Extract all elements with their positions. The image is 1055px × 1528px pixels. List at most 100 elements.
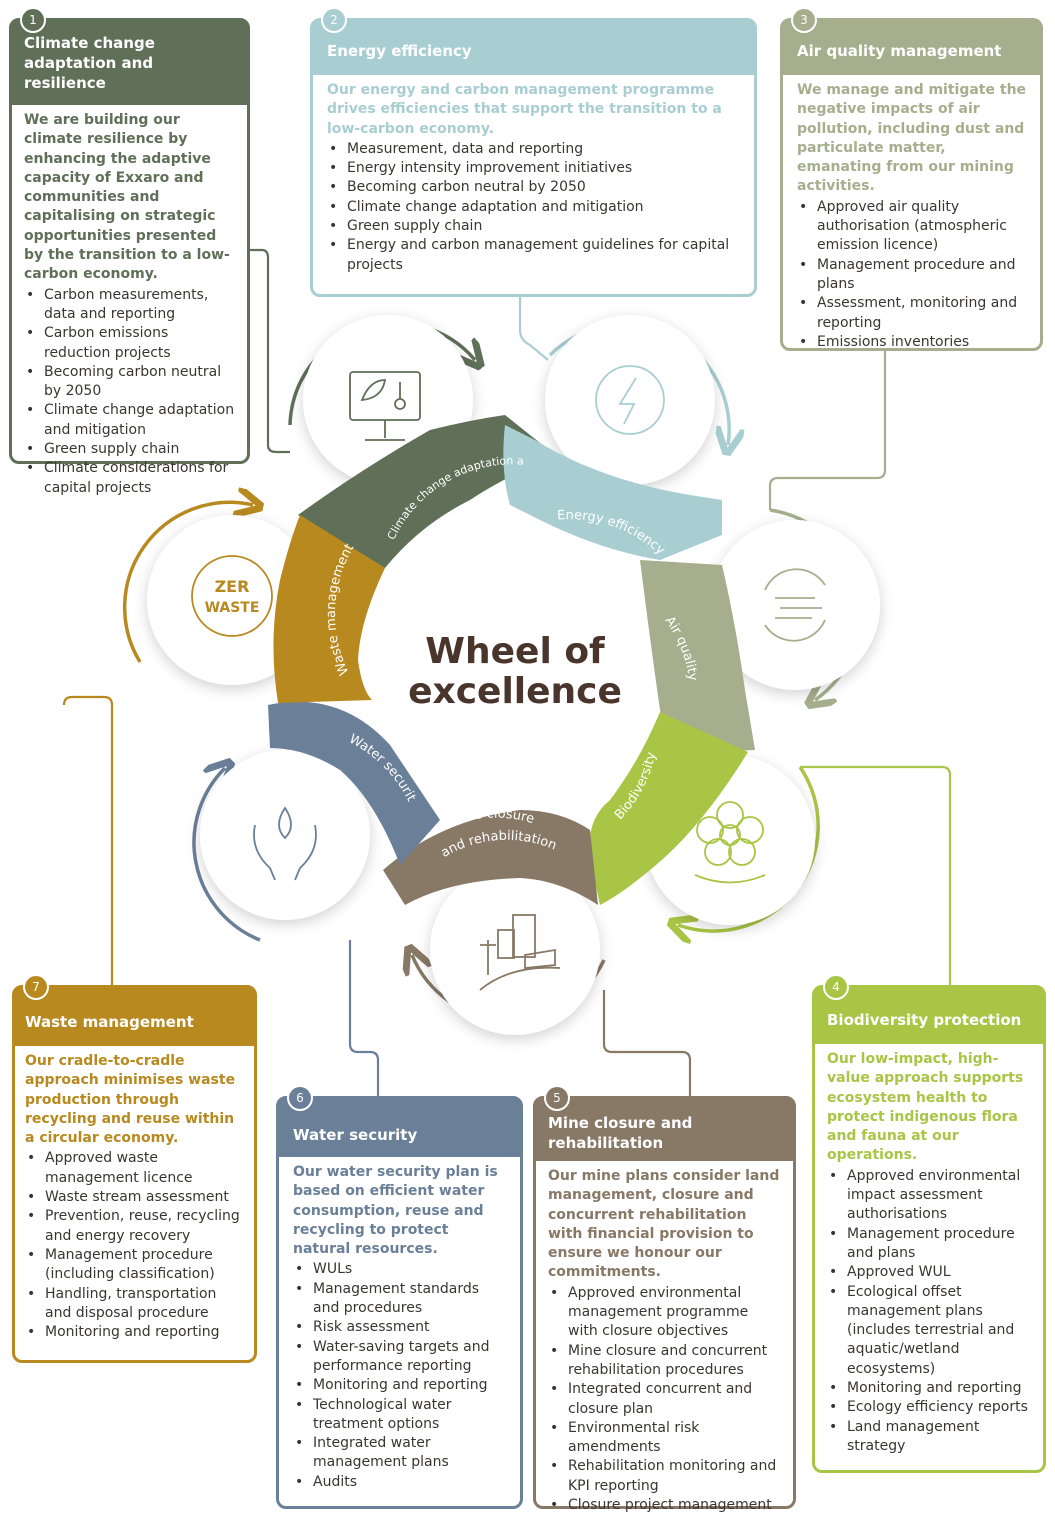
list-item: Green supply chain — [327, 217, 742, 237]
wheel-title: Wheel of excellence — [390, 632, 640, 712]
list-item: Climate considerations for capital proje… — [24, 459, 235, 498]
list-item: Waste stream assessment — [25, 1188, 242, 1208]
card-water: Water security 6 Our water security plan… — [276, 1085, 523, 1509]
list-item: Ecology efficiency reports — [827, 1398, 1031, 1418]
list-item: Closure project management — [548, 1496, 781, 1516]
card-biodiversity: Biodiversity protection 4 Our low-impact… — [812, 974, 1046, 1473]
list-item: Integrated concurrent and closure plan — [548, 1380, 781, 1419]
segment-energy — [503, 425, 722, 560]
card-number: 4 — [823, 974, 849, 1000]
card-mine-closure: Mine closure and rehabilitation 5 Our mi… — [533, 1085, 796, 1516]
card-intro: We manage and mitigate the negative impa… — [797, 82, 1027, 195]
card-header: Mine closure and rehabilitation — [536, 1099, 793, 1161]
card-intro: Our mine plans consider land management,… — [548, 1168, 780, 1281]
zero-waste-icon: ZER WASTE — [191, 555, 273, 637]
flower-icon — [694, 801, 766, 884]
card-title: Waste management — [25, 1013, 194, 1031]
list-item: Monitoring and reporting — [293, 1376, 508, 1396]
card-intro: We are building our climate resilience b… — [24, 112, 230, 283]
card-list: Approved environmental management progra… — [548, 1284, 781, 1516]
hands-water-drop-icon — [253, 806, 317, 881]
list-item: Carbon emissions reduction projects — [24, 324, 235, 363]
wheel-title-line1: Wheel of — [425, 631, 605, 672]
card-number: 5 — [544, 1085, 570, 1111]
connector-air — [768, 350, 887, 510]
list-item: Handling, transportation and disposal pr… — [25, 1285, 242, 1324]
card-energy: Energy efficiency 2 Our energy and carbo… — [310, 7, 757, 297]
card-title: Climate change adaptation and resilience — [24, 34, 155, 92]
card-header: Water security — [279, 1099, 520, 1157]
list-item: Management procedure (including classifi… — [25, 1246, 242, 1285]
list-item: Management procedure and plans — [827, 1225, 1031, 1264]
list-item: Prevention, reuse, recycling and energy … — [25, 1207, 242, 1246]
card-title: Biodiversity protection — [827, 1011, 1022, 1029]
segment-waste — [273, 515, 385, 703]
card-header: Waste management — [15, 988, 254, 1046]
card-title: Mine closure and rehabilitation — [548, 1114, 693, 1152]
card-body: Our low-impact, high-value approach supp… — [815, 1044, 1043, 1462]
card-body: Our water security plan is based on effi… — [279, 1157, 520, 1498]
list-item: Energy intensity improvement initiatives — [327, 159, 742, 179]
list-item: Climate change adaptation and mitigation — [327, 198, 742, 218]
list-item: Rehabilitation monitoring and KPI report… — [548, 1457, 781, 1496]
wheel-title-line2: excellence — [408, 671, 622, 712]
segment-label-mine: Mine closure — [449, 807, 536, 829]
list-item: Assessment, monitoring and reporting — [797, 294, 1028, 333]
list-item: Becoming carbon neutral by 2050 — [327, 178, 742, 198]
card-intro: Our energy and carbon management program… — [327, 82, 722, 137]
list-item: Water-saving targets and performance rep… — [293, 1338, 508, 1377]
air-cycle-icon — [764, 568, 826, 642]
card-body: We manage and mitigate the negative impa… — [783, 75, 1040, 358]
list-item: Approved environmental impact assessment… — [827, 1167, 1031, 1225]
list-item: Approved air quality authorisation (atmo… — [797, 198, 1028, 256]
card-title: Air quality management — [797, 42, 1002, 60]
segment-mine — [383, 810, 598, 905]
monitor-leaf-thermometer-icon — [349, 371, 421, 441]
lightning-leaf-icon — [595, 365, 665, 435]
card-body: Our mine plans consider land management,… — [536, 1161, 793, 1521]
card-list: WULsManagement standards and proceduresR… — [293, 1260, 508, 1492]
connector-waste — [62, 695, 114, 985]
list-item: Risk assessment — [293, 1318, 508, 1338]
list-item: Environmental risk amendments — [548, 1419, 781, 1458]
segment-air — [640, 560, 755, 752]
list-item: Management standards and procedures — [293, 1280, 508, 1319]
card-list: Approved environmental impact assessment… — [827, 1167, 1031, 1456]
card-air: Air quality management 3 We manage and m… — [780, 7, 1043, 352]
list-item: Integrated water management plans — [293, 1434, 508, 1473]
list-item: Technological water treatment options — [293, 1396, 508, 1435]
segment-water — [268, 701, 440, 865]
list-item: Approved environmental management progra… — [548, 1284, 781, 1342]
list-item: Climate change adaptation and mitigation — [24, 401, 235, 440]
connector-bio — [800, 765, 952, 985]
card-list: Approved air quality authorisation (atmo… — [797, 198, 1028, 353]
list-item: Emissions inventories — [797, 333, 1028, 353]
segment-climate — [298, 415, 555, 568]
segment-bio — [589, 712, 748, 905]
list-item: Ecological offset management plans (incl… — [827, 1283, 1031, 1379]
connector-climate — [247, 248, 290, 454]
list-item: Measurement, data and reporting — [327, 140, 742, 160]
card-list: Carbon measurements, data and reportingC… — [24, 286, 235, 498]
svg-text:ZER: ZER — [215, 577, 250, 596]
list-item: Approved waste management licence — [25, 1149, 242, 1188]
card-number: 3 — [791, 7, 817, 33]
card-header: Energy efficiency — [313, 21, 754, 75]
list-item: Mine closure and concurrent rehabilitati… — [548, 1342, 781, 1381]
list-item: Becoming carbon neutral by 2050 — [24, 363, 235, 402]
card-intro: Our cradle-to-cradle approach minimises … — [25, 1053, 236, 1147]
list-item: Monitoring and reporting — [827, 1379, 1031, 1399]
card-intro: Our water security plan is based on effi… — [293, 1164, 498, 1258]
card-body: Our energy and carbon management program… — [313, 75, 754, 281]
list-item: Monitoring and reporting — [25, 1323, 242, 1343]
list-item: Management procedure and plans — [797, 256, 1028, 295]
card-body: We are building our climate resilience b… — [12, 105, 247, 504]
connector-energy — [518, 296, 549, 361]
card-number: 2 — [321, 7, 347, 33]
list-item: WULs — [293, 1260, 508, 1280]
card-number: 7 — [23, 974, 49, 1000]
card-header: Biodiversity protection — [815, 988, 1043, 1044]
card-list: Approved waste management licenceWaste s… — [25, 1149, 242, 1342]
card-body: Our cradle-to-cradle approach minimises … — [15, 1046, 254, 1348]
list-item: Approved WUL — [827, 1263, 1031, 1283]
